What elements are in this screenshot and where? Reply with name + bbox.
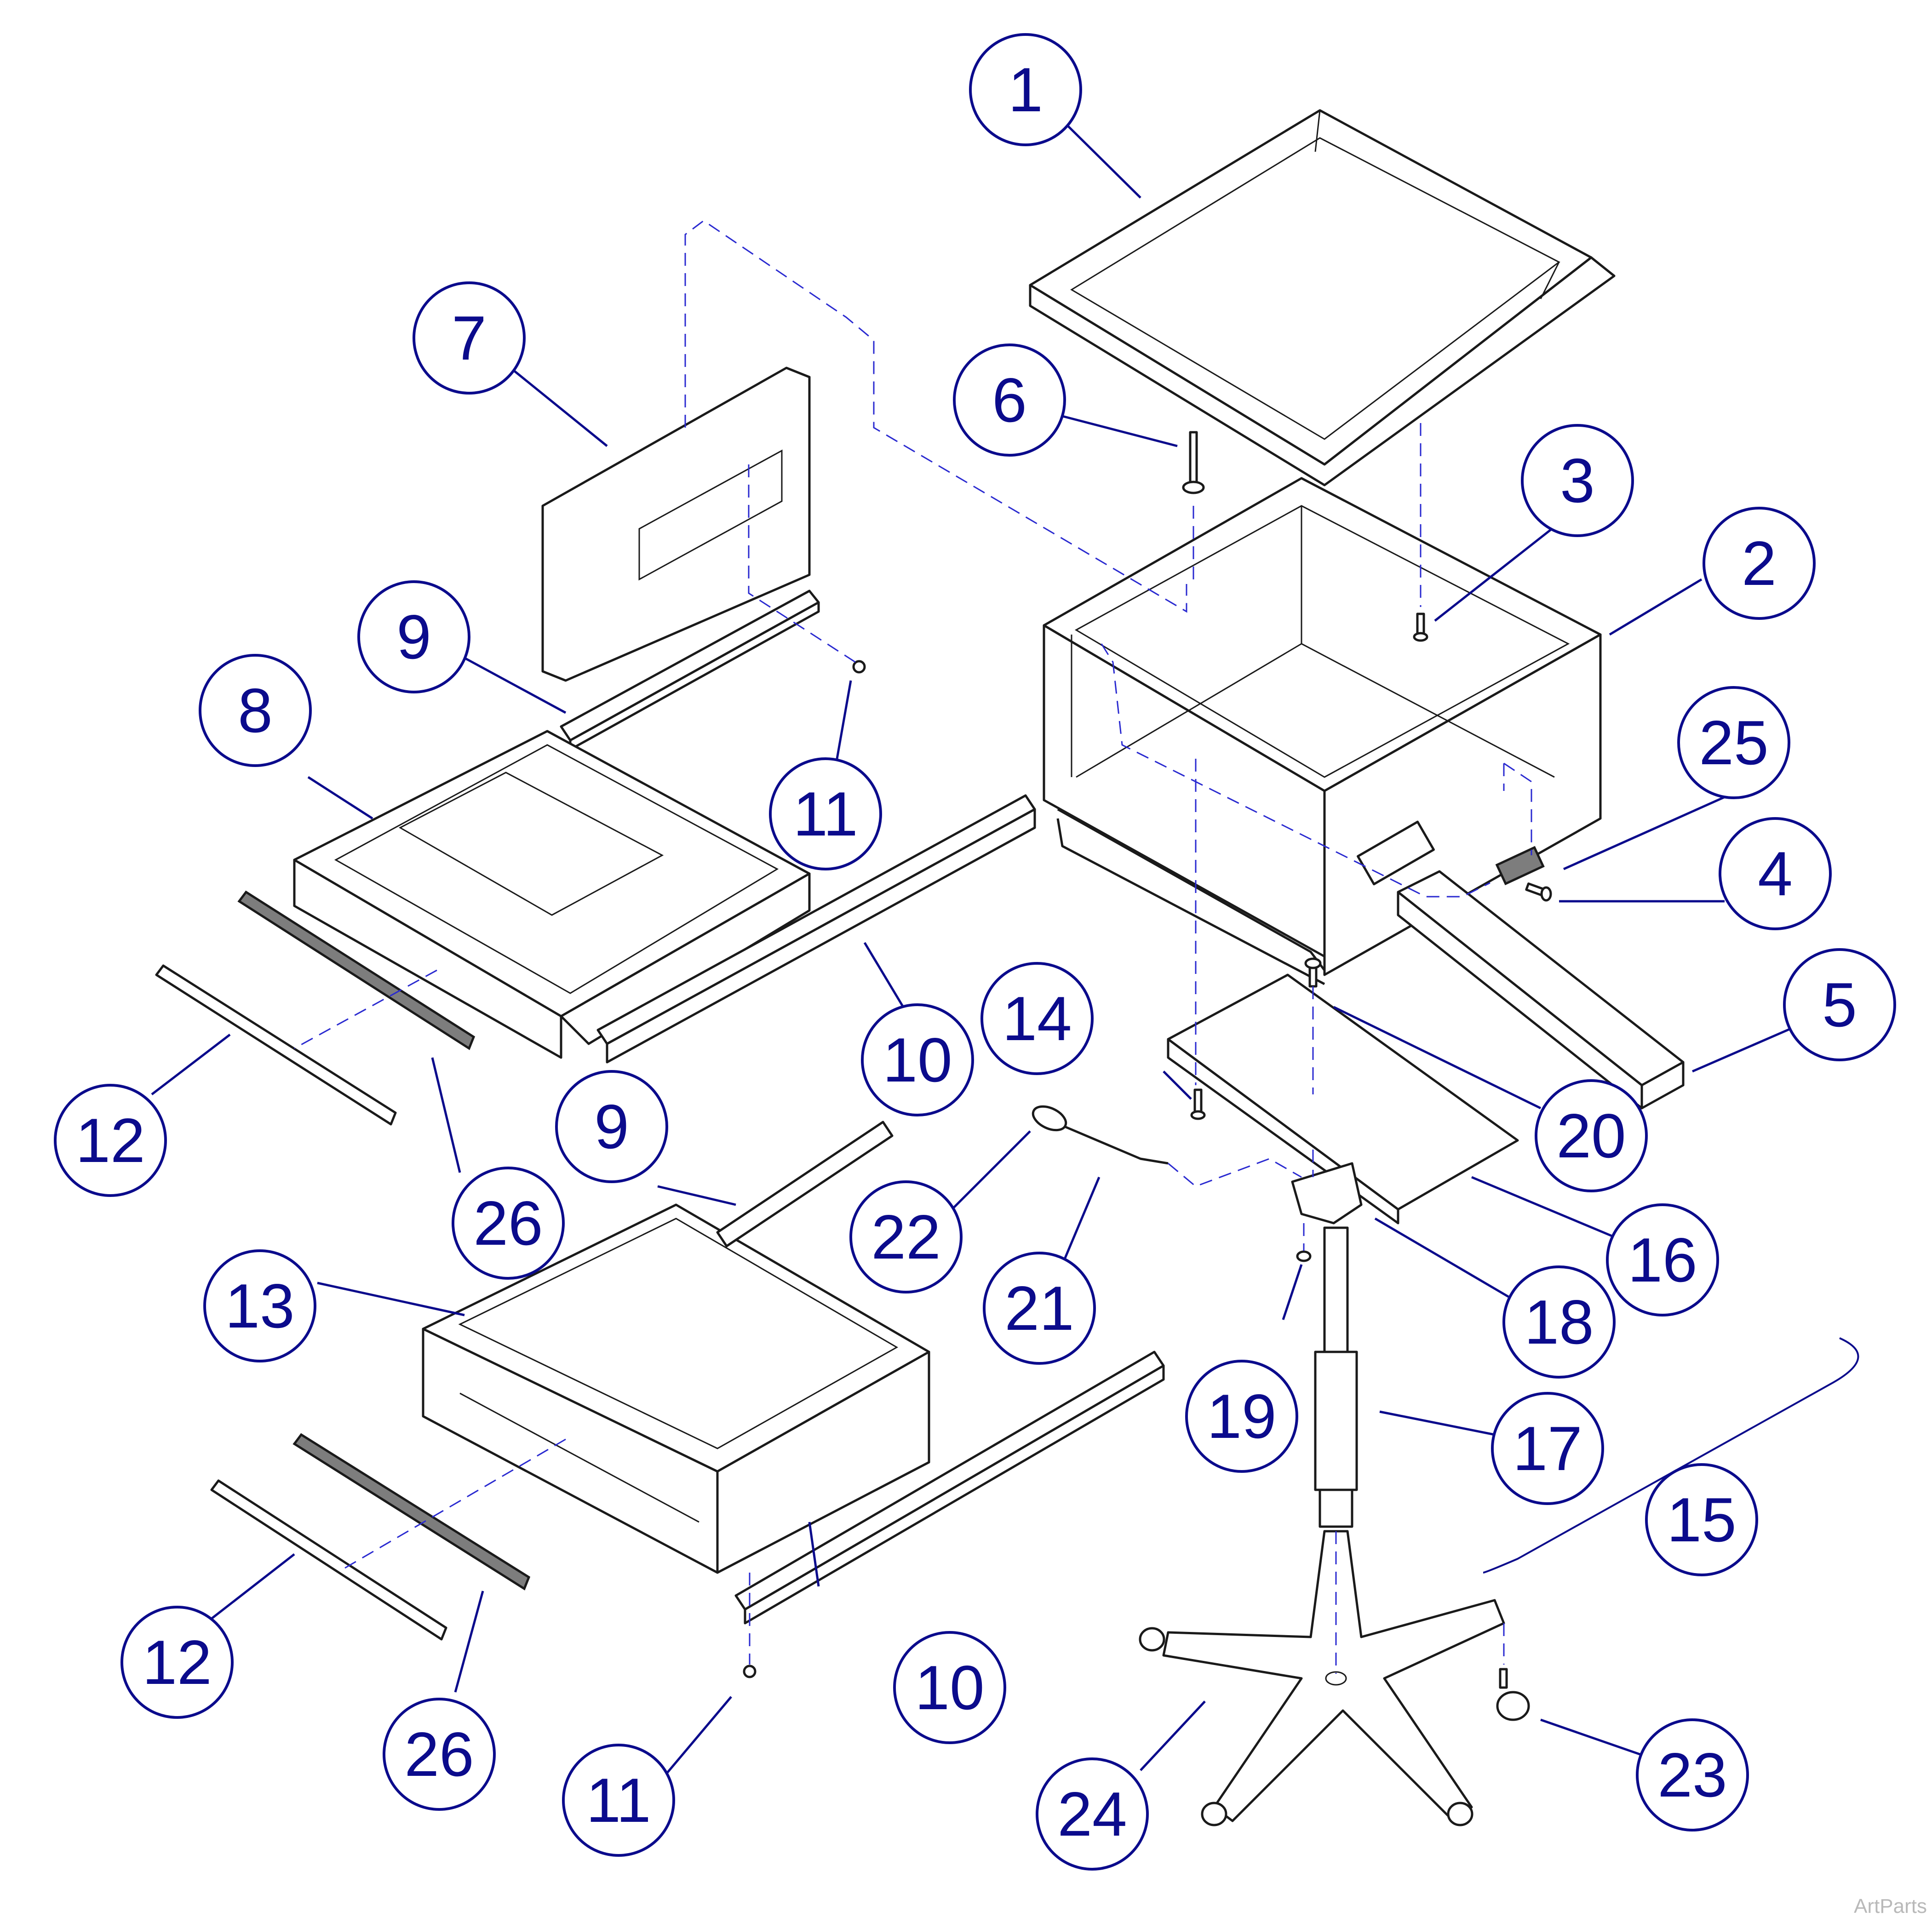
part-11-screw-lower [743, 1665, 757, 1678]
svg-text:2: 2 [1742, 528, 1777, 598]
callout-10-upper: 10 [861, 1003, 974, 1116]
part-2-cabinet [1043, 477, 1602, 985]
callout-22: 22 [849, 1180, 963, 1293]
callout-7: 7 [413, 281, 526, 395]
callout-13: 13 [203, 1249, 316, 1362]
svg-text:20: 20 [1556, 1101, 1626, 1171]
svg-text:10: 10 [883, 1025, 952, 1095]
svg-text:16: 16 [1628, 1225, 1697, 1295]
callout-9-lower: 9 [555, 1070, 668, 1183]
part-22-lever-knob [1032, 1105, 1067, 1132]
callout-26-upper: 26 [452, 1167, 565, 1280]
svg-text:9: 9 [396, 602, 431, 672]
part-19-washer [1296, 1250, 1312, 1262]
caster-wheels [1139, 1627, 1473, 1826]
svg-text:7: 7 [452, 303, 487, 373]
callout-18: 18 [1502, 1265, 1616, 1379]
svg-text:15: 15 [1667, 1485, 1736, 1555]
callout-14: 14 [980, 962, 1094, 1075]
part-6-pin [1182, 431, 1205, 494]
watermark: ArtParts [1854, 1895, 1927, 1917]
svg-text:26: 26 [404, 1719, 474, 1789]
callout-5: 5 [1783, 948, 1896, 1061]
part-5-rail-bar [1397, 870, 1685, 1110]
part-11-screw-upper [852, 660, 866, 674]
svg-text:3: 3 [1560, 446, 1595, 515]
svg-text:24: 24 [1057, 1779, 1127, 1849]
part-12-strip-lower [210, 1479, 447, 1641]
svg-text:18: 18 [1524, 1287, 1594, 1357]
svg-text:12: 12 [75, 1105, 145, 1175]
callout-3: 3 [1521, 424, 1634, 537]
callout-19: 19 [1185, 1360, 1298, 1473]
svg-text:10: 10 [915, 1653, 984, 1723]
part-26-strip-upper [237, 890, 476, 1050]
part-21-lever-cable [1064, 1125, 1169, 1165]
assembly-lines [294, 220, 1532, 1674]
svg-text:21: 21 [1004, 1273, 1074, 1343]
svg-text:8: 8 [238, 675, 273, 745]
svg-text:11: 11 [793, 779, 858, 849]
part-17-gas-cylinder [1314, 1226, 1358, 1528]
svg-text:12: 12 [142, 1627, 212, 1697]
callout-15: 15 [1645, 1463, 1758, 1576]
svg-text:26: 26 [473, 1188, 543, 1258]
callout-9-upper: 9 [357, 580, 470, 693]
part-18-mechanism [1291, 1162, 1363, 1225]
callout-10-lower: 10 [893, 1631, 1006, 1744]
callout-8: 8 [199, 654, 312, 767]
svg-text:14: 14 [1002, 984, 1072, 1053]
callout-16: 16 [1606, 1203, 1719, 1316]
callout-26-lower: 26 [383, 1698, 496, 1811]
callout-2: 2 [1703, 507, 1816, 620]
callout-1: 1 [969, 33, 1082, 146]
part-20-bolt [1304, 957, 1322, 988]
leader-lines [151, 120, 1799, 1785]
svg-text:9: 9 [594, 1092, 629, 1162]
part-13-lower-drawer [422, 1203, 930, 1574]
callout-20: 20 [1535, 1079, 1648, 1192]
svg-text:22: 22 [871, 1202, 940, 1272]
svg-text:6: 6 [992, 365, 1027, 435]
part-10-slide-upper [596, 794, 1036, 1064]
svg-text:17: 17 [1513, 1414, 1582, 1483]
callout-11-upper: 11 [769, 757, 882, 870]
callout-4: 4 [1719, 817, 1832, 930]
callout-24: 24 [1036, 1757, 1149, 1871]
part-1-top-tray [1029, 109, 1616, 486]
svg-text:25: 25 [1699, 708, 1768, 778]
part-24-base [1162, 1530, 1505, 1822]
callout-23: 23 [1636, 1718, 1749, 1831]
assembly-15-bracket [1483, 1337, 1859, 1574]
part-23-caster [1496, 1668, 1530, 1721]
part-12-strip-upper [155, 964, 397, 1126]
svg-text:11: 11 [586, 1765, 651, 1835]
part-10-slide-lower [734, 1351, 1165, 1625]
part-9-slide-lower [716, 1121, 894, 1248]
svg-text:5: 5 [1822, 970, 1857, 1040]
svg-text:19: 19 [1207, 1381, 1276, 1451]
part-4-screw [1525, 882, 1552, 902]
callout-25: 25 [1677, 686, 1790, 799]
svg-text:1: 1 [1008, 55, 1043, 125]
svg-text:13: 13 [225, 1271, 294, 1341]
callout-21: 21 [983, 1252, 1096, 1365]
callout-17: 17 [1491, 1392, 1604, 1505]
svg-text:23: 23 [1657, 1740, 1727, 1810]
callout-12-lower: 12 [120, 1606, 234, 1719]
part-14-screw [1190, 1088, 1206, 1120]
part-3-screw [1413, 612, 1428, 642]
part-26-strip-lower [292, 1433, 531, 1591]
part-7-back-panel [541, 366, 811, 682]
callout-6: 6 [953, 343, 1066, 457]
part-8-upper-drawer [293, 730, 811, 1059]
svg-text:4: 4 [1758, 839, 1793, 909]
callout-11-lower: 11 [562, 1744, 675, 1857]
callout-12-upper: 12 [54, 1084, 167, 1197]
